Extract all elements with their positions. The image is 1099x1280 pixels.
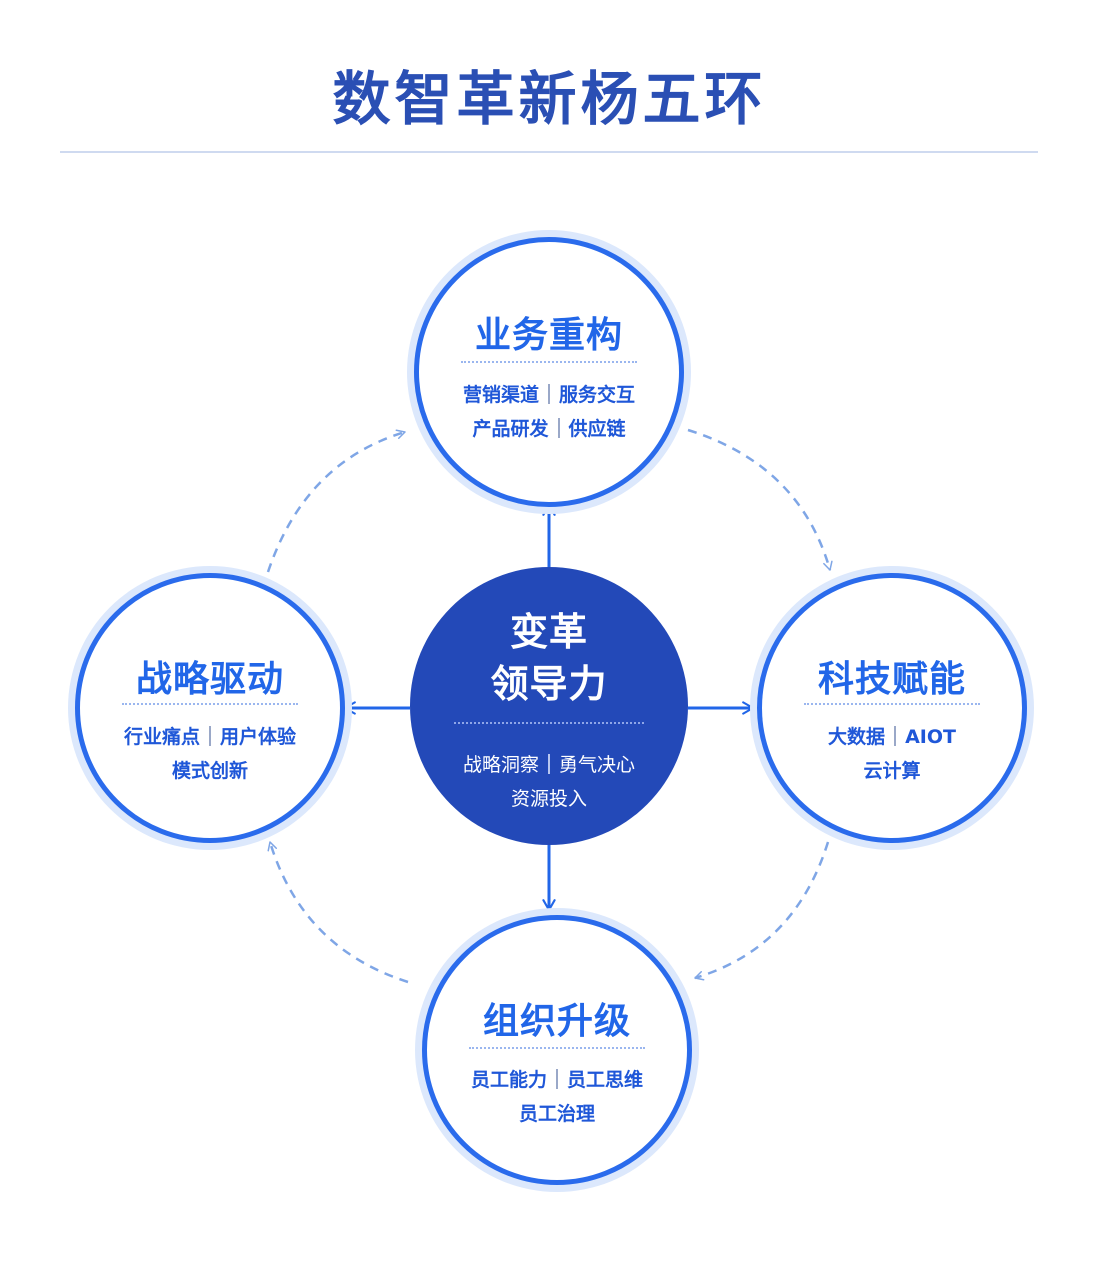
node-keyword: 员工治理 — [518, 1103, 595, 1125]
node-keyword: 云计算 — [863, 760, 921, 782]
page-title: 数智革新杨五环 — [332, 65, 767, 133]
node-keyword: 供应链 — [568, 418, 626, 440]
node-sub-line1: 员工能力员工思维 — [427, 1063, 687, 1097]
center-title-line2: 领导力 — [490, 662, 608, 706]
node-keyword: 大数据 — [828, 726, 886, 748]
node-keyword: 员工思维 — [567, 1069, 644, 1091]
node-sub-line2: 云计算 — [762, 754, 1022, 788]
node-separator — [803, 703, 981, 705]
node-keyword: 员工能力 — [470, 1069, 547, 1091]
node-keyword: 产品研发 — [472, 418, 549, 440]
keyword-divider — [548, 384, 550, 404]
keyword-divider — [556, 1069, 558, 1089]
node-strategy-driven: 战略驱动 行业痛点用户体验 模式创新 — [75, 573, 345, 843]
keyword-divider — [548, 754, 550, 774]
node-sub-line2: 员工治理 — [427, 1097, 687, 1131]
center-sub-line2: 资源投入 — [410, 782, 688, 816]
node-keyword: 行业痛点 — [123, 726, 200, 748]
node-keyword: 战略洞察 — [462, 754, 539, 776]
title-divider — [60, 151, 1038, 153]
dashed-arrow-right-to-bottom — [694, 841, 830, 981]
keyword-divider — [209, 726, 211, 746]
node-sub-line2: 产品研发供应链 — [419, 412, 679, 446]
node-keyword: 服务交互 — [559, 384, 636, 406]
keyword-divider — [894, 726, 897, 746]
center-title-line1: 变革 — [509, 610, 588, 654]
node-title: 科技赋能 — [817, 659, 966, 700]
center-sub-line1: 战略洞察勇气决心 — [410, 748, 688, 782]
node-keyword: 资源投入 — [510, 788, 587, 810]
node-separator — [468, 1047, 646, 1049]
node-title: 战略驱动 — [135, 659, 284, 700]
node-keyword: 模式创新 — [171, 760, 248, 782]
node-title: 组织升级 — [482, 1001, 631, 1042]
node-sub-line1: 大数据 AIOT — [762, 720, 1022, 754]
node-keyword: AIOT — [905, 726, 956, 748]
node-keyword: 勇气决心 — [559, 754, 636, 776]
dashed-arrow-top-to-right — [687, 428, 833, 571]
node-separator — [121, 703, 299, 705]
node-separator — [454, 722, 644, 724]
node-separator — [460, 361, 638, 363]
node-transformational-leadership: 变革 领导力 战略洞察勇气决心 资源投入 — [410, 567, 688, 845]
node-sub-line1: 营销渠道服务交互 — [419, 378, 679, 412]
node-organization-upgrade: 组织升级 员工能力员工思维 员工治理 — [422, 915, 692, 1185]
dashed-arrow-bottom-to-left — [267, 841, 409, 984]
dashed-arrow-left-to-top — [266, 429, 406, 573]
node-sub-line2: 模式创新 — [80, 754, 340, 788]
node-sub-line1: 行业痛点用户体验 — [80, 720, 340, 754]
keyword-divider — [557, 418, 560, 438]
node-keyword: 用户体验 — [220, 726, 297, 748]
node-title: 业务重构 — [474, 315, 623, 356]
node-tech-empowerment: 科技赋能 大数据 AIOT 云计算 — [757, 573, 1027, 843]
node-keyword: 营销渠道 — [462, 384, 539, 406]
node-business-restructure: 业务重构 营销渠道服务交互 产品研发供应链 — [414, 237, 684, 507]
